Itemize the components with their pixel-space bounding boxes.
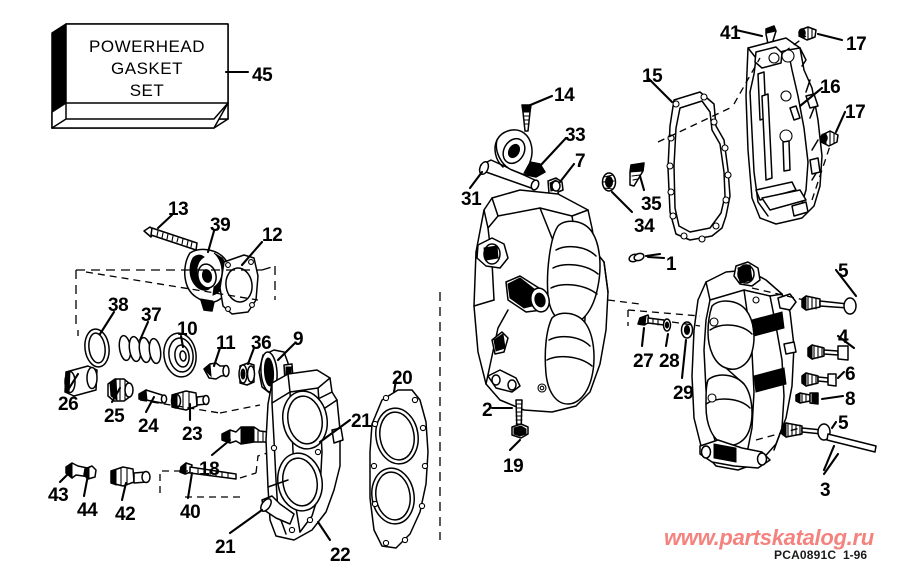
callout-15-gasket: 15	[642, 66, 663, 87]
callout-4-bolt: 4	[838, 327, 849, 348]
part-code-label: PCA0891C	[774, 548, 837, 562]
callout-20-gasket: 20	[392, 368, 413, 389]
site-watermark: www.partskatalog.ru	[664, 525, 874, 550]
part-14-screw-art	[521, 104, 532, 132]
part-16-exhaust-cover-art	[745, 37, 823, 225]
part-20-head-gasket-art	[369, 389, 429, 549]
callout-36-seal: 36	[251, 333, 272, 354]
callout-44-clamp: 44	[77, 500, 98, 521]
callout-3-stud: 3	[820, 480, 831, 501]
callout-33-lifting-eye: 33	[565, 125, 586, 146]
callout-2-stud: 2	[482, 400, 493, 421]
part-31-dowel-pin-art	[478, 159, 540, 191]
part-26-sleeve-art	[64, 365, 98, 397]
part-5-bolt-lower-art	[781, 422, 831, 441]
leader-lines	[58, 28, 858, 542]
part-35-screw-art	[629, 162, 645, 187]
part-44-clamp-art	[83, 465, 97, 480]
part-5-bolt-upper-art	[801, 295, 857, 315]
part-1-dowel-pin-art	[633, 252, 662, 262]
callout-40-screw: 40	[180, 502, 201, 523]
part-42-connector-art	[110, 466, 151, 487]
callout-43-nipple: 43	[48, 485, 69, 506]
callout-17-dowel-lower: 17	[845, 102, 866, 123]
callout-1-dowel-pin: 1	[666, 254, 677, 275]
callout-7-bracket: 7	[575, 151, 586, 172]
callout-5-bolt-lower: 5	[838, 413, 849, 434]
callout-22-crankcase-cover: 22	[330, 545, 351, 566]
callout-29-grommet: 29	[673, 383, 694, 404]
part-11-valve-art	[203, 362, 230, 380]
callout-24-pin: 24	[138, 416, 159, 437]
fuel-pump-kit-dashed-group	[75, 265, 276, 336]
part-15-crankcase-gasket-art	[666, 91, 732, 243]
callout-14-screw: 14	[554, 85, 575, 106]
callout-39-cover: 39	[210, 215, 231, 236]
part-23-connector-art	[170, 390, 210, 411]
callout-11-valve: 11	[216, 333, 236, 354]
part-13-screw-art	[143, 226, 198, 251]
gasket-box-label-line2: GASKET	[111, 59, 183, 78]
right-dashed-guides	[607, 35, 831, 441]
part-12-gasket-art	[219, 254, 259, 315]
part-6-bolt-art	[801, 372, 837, 387]
callout-37-spring: 37	[141, 305, 162, 326]
callout-25-bushing: 25	[104, 406, 125, 427]
callout-35-screw: 35	[641, 194, 662, 215]
callout-28-washer: 28	[659, 351, 680, 372]
part-25-bushing-art	[107, 378, 134, 402]
part-24-pin-art	[138, 389, 168, 404]
gasket-set-box-art	[51, 23, 229, 129]
part-34-grommet-art	[601, 172, 617, 192]
part-19-nut-art	[511, 423, 529, 439]
callout-16-exhaust-cover: 16	[820, 77, 841, 98]
callout-21-dowel: 21	[215, 537, 236, 558]
part-10-diaphragm-art	[163, 332, 197, 378]
part-27-screw-art	[637, 314, 665, 326]
callout-26-sleeve: 26	[58, 394, 79, 415]
callout-17-dowel-upper: 17	[846, 34, 867, 55]
callout-13-screw: 13	[168, 199, 189, 220]
part-8-screw-art	[795, 392, 819, 405]
gasket-box-label-line3: SET	[129, 81, 165, 100]
part-17-dowel-lower-art	[820, 130, 839, 147]
callout-6-bolt: 6	[845, 364, 856, 385]
part-40-screw-art	[179, 461, 237, 480]
callout-5-bolt-upper: 5	[838, 261, 849, 282]
part-17-dowel-upper-art	[798, 26, 817, 41]
callout-38-o-ring: 38	[108, 295, 129, 316]
callout-10-diaphragm: 10	[177, 319, 198, 340]
crankcase-assembly-art	[691, 261, 797, 471]
callout-45-powerhead-gasket-set: 45	[252, 65, 273, 86]
gasket-box-label-line1: POWERHEAD	[89, 37, 205, 56]
part-22-cover-art	[260, 369, 344, 541]
callout-23-connector: 23	[182, 424, 203, 445]
callout-21-dowel-upper: 21	[351, 411, 372, 432]
callout-31-pin: 31	[461, 189, 482, 210]
callout-19-nut: 19	[503, 456, 524, 477]
callout-34-grommet: 34	[634, 216, 655, 237]
callout-8-screw: 8	[845, 389, 856, 410]
part-38-oring-art	[84, 328, 110, 368]
part-3-stud-art	[822, 433, 877, 472]
revision-date-label: 1-96	[843, 548, 868, 562]
part-29-grommet-art	[680, 321, 694, 339]
callout-18-fitting: 18	[199, 459, 220, 480]
callout-27-screw: 27	[633, 351, 654, 372]
callout-9-fitting: 9	[293, 329, 304, 350]
part-36-seal-art	[238, 362, 256, 386]
callout-41-screw: 41	[720, 23, 741, 44]
part-4-bolt-art	[807, 344, 849, 361]
callout-42-connector: 42	[115, 504, 136, 525]
part-37-springs-art	[118, 334, 162, 365]
callout-12-gasket: 12	[262, 225, 283, 246]
cylinder-block-art	[473, 189, 640, 413]
part-28-washer-art	[662, 318, 672, 332]
